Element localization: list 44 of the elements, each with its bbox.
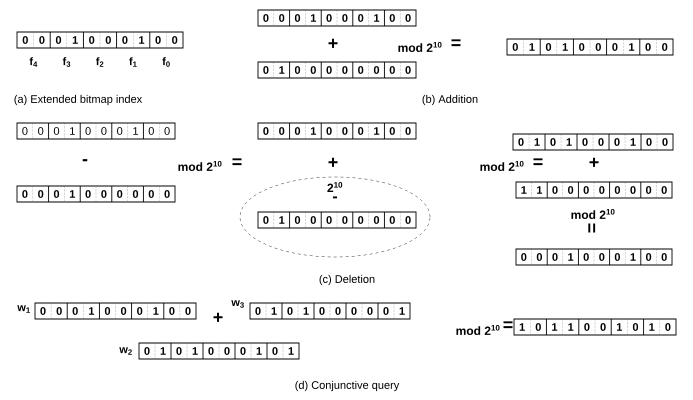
- bitmap-name: w$_{3}$: [231, 300, 244, 308]
- bitmap: 0 0 0 1 0 0 0 0 0 0: [16, 186, 176, 202]
- bitmap: 0 0 0 1 0 0 0 1 0 0: [34, 302, 196, 320]
- bitmap: 0 1 0 0 0 0 0 0 0 0: [258, 62, 416, 78]
- operator: -: [82, 159, 88, 162]
- bitmap: 1 0 1 1 0 0 1 0 1 0: [514, 318, 676, 336]
- bitmap-name: w$_{2}$: [119, 347, 132, 355]
- operator: =: [452, 39, 461, 46]
- bitmap-name: f$_{2}$: [96, 57, 104, 67]
- caption: (b) Addition: [422, 94, 478, 106]
- bitmap: 0 0 0 1 0 0 0 1 0 0: [16, 122, 176, 140]
- modulo-text: mod 2$^{10}$: [571, 208, 615, 220]
- operator: =: [588, 223, 596, 232]
- caption: (d) Conjunctive query: [295, 380, 400, 392]
- caption: (c) Deletion: [320, 274, 374, 286]
- modulo-text: mod 2$^{10}$: [480, 160, 524, 172]
- bitmap: 0 1 0 0 0 0 0 0 0 0: [258, 212, 416, 228]
- operator: +: [328, 158, 338, 167]
- exponent-text: 2$^{10}$: [327, 182, 342, 192]
- modulo-text: mod 2$^{10}$: [178, 160, 222, 172]
- modulo-text: mod 2$^{10}$: [456, 324, 500, 336]
- operator: =: [534, 158, 543, 166]
- operator: -: [332, 196, 338, 198]
- bitmap-name: f$_{3}$: [62, 57, 70, 67]
- bitmap: 0 0 0 1 0 0 0 1 0 0: [258, 10, 416, 26]
- bitmap-name: f$_{0}$: [162, 57, 170, 67]
- operator: +: [328, 38, 338, 48]
- bitmap: 0 0 0 1 0 0 0 1 0 0: [258, 122, 416, 140]
- bitmap: 1 1 0 0 0 0 0 0 0 0: [516, 182, 672, 198]
- bitmap: 0 1 0 1 0 0 0 1 0 0: [512, 134, 674, 150]
- bitmap: 0 0 0 1 0 0 0 1 0 0: [516, 248, 672, 266]
- bitmap-name: w$_{1}$: [17, 305, 30, 313]
- bitmap: 0 1 0 1 0 0 0 1 0 1: [138, 342, 300, 360]
- bitmap-name: f$_{4}$: [30, 57, 38, 67]
- operator: +: [590, 158, 599, 167]
- bitmap-name: f$_{1}$: [129, 57, 137, 67]
- bitmap: 0 1 0 1 0 0 0 1 0 0: [506, 38, 674, 56]
- bitmap: 0 1 0 1 0 0 0 0 0 1: [250, 302, 410, 320]
- bitmap: 0 0 0 1 0 0 0 1 0 0: [16, 32, 184, 48]
- modulo-text: mod 2$^{10}$: [398, 42, 442, 52]
- dashed-ellipse: [240, 176, 430, 258]
- caption: (a) Extended bitmap index: [14, 94, 142, 106]
- operator: +: [214, 312, 223, 322]
- operator: =: [232, 158, 242, 166]
